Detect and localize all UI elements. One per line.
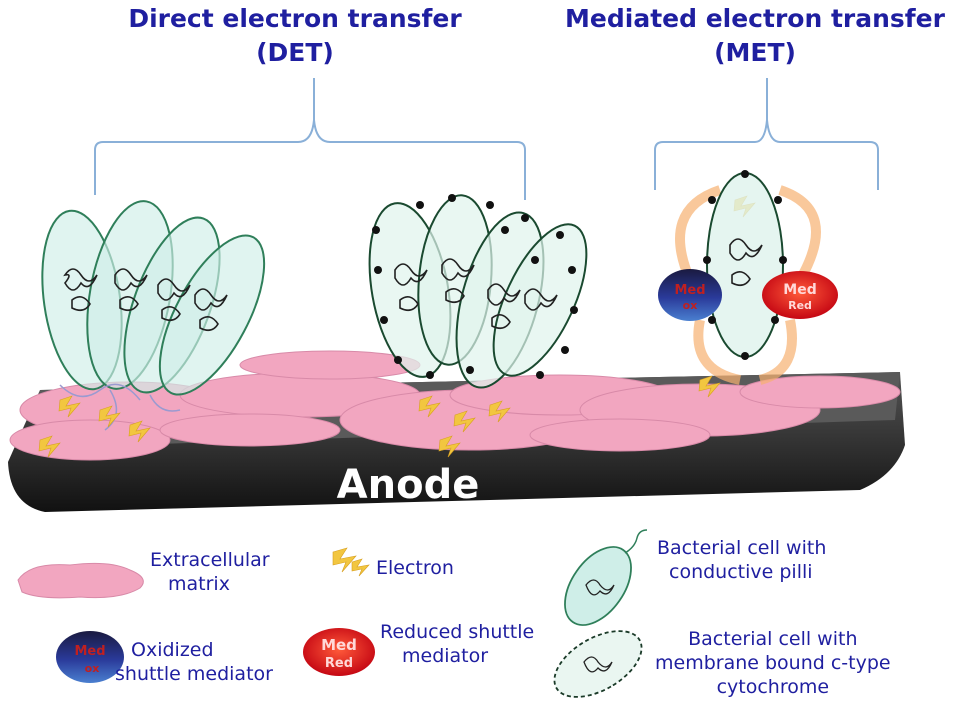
legend-matrix-line1: Extracellular: [150, 549, 270, 571]
det-pilli-cells: [41, 200, 266, 396]
legend-reduced-label-top: Med: [321, 636, 357, 654]
met-heading-line1: Mediated electron transfer: [565, 4, 945, 33]
legend-reduced-label: Reduced shuttle mediator: [380, 620, 534, 668]
legend-pilli-line1: Bacterial cell with: [657, 537, 827, 559]
legend-pilli-line2: conductive pilli: [669, 561, 813, 583]
met-bracket: [654, 78, 879, 190]
legend-pilli-cell-icon: [564, 529, 648, 626]
legend-oxidized-mediator-icon: Med ox: [56, 631, 124, 683]
legend-reduced-line1: Reduced shuttle: [380, 621, 535, 643]
legend-reduced-line2: mediator: [402, 645, 489, 667]
legend-cytochrome-line2: membrane bound c-type: [655, 652, 891, 674]
legend-matrix-icon: [17, 562, 144, 599]
legend-electron-label: Electron: [376, 557, 454, 579]
legend-reduced-mediator-icon: Med Red: [303, 628, 375, 676]
det-heading-line1: Direct electron transfer: [128, 4, 462, 33]
legend-matrix-label: Extracellular matrix: [150, 548, 270, 596]
legend-oxidized-line2: shuttle mediator: [115, 663, 273, 685]
met-heading: Mediated electron transfer (MET): [545, 2, 962, 70]
legend-cytochrome-label: Bacterial cell with membrane bound c-typ…: [655, 627, 891, 699]
legend-cytochrome-line3: cytochrome: [716, 676, 830, 698]
legend-cytochrome-line1: Bacterial cell with: [688, 628, 858, 650]
cytochrome-cell: [492, 223, 588, 377]
det-heading-line2: (DET): [256, 38, 334, 67]
met-reduced-mediator: Med Red: [762, 271, 838, 319]
oxidized-mediator-label-bottom: ox: [683, 299, 698, 312]
det-bracket: [94, 78, 526, 200]
reduced-mediator-label-top: Med: [783, 282, 816, 298]
reduced-mediator-label-bottom: Red: [788, 299, 812, 312]
det-heading: Direct electron transfer (DET): [95, 2, 495, 70]
met-cell: [703, 170, 787, 360]
electrons: [38, 195, 756, 458]
met-heading-line2: (MET): [714, 38, 796, 67]
met-cycle-arrows: [675, 185, 821, 385]
anode-label: Anode: [337, 462, 480, 508]
legend-electron-icon: [332, 547, 370, 577]
legend-reduced-label-bottom: Red: [325, 656, 353, 671]
cytochrome-dots: [372, 194, 578, 379]
oxidized-mediator-label-top: Med: [674, 283, 705, 298]
det-pilli-filaments: [59, 383, 181, 431]
legend-oxidized-label: Oxidized shuttle mediator: [115, 638, 273, 686]
pilli-cell: [158, 234, 266, 396]
det-cytochrome-cells: [368, 194, 588, 389]
legend-oxidized-line1: Oxidized: [131, 639, 214, 661]
legend-cytochrome-cell-icon: [553, 630, 643, 698]
det-cytochrome-nucleoids: [394, 258, 558, 330]
met-oxidized-mediator: Med ox: [658, 269, 722, 321]
legend-matrix-line2: matrix: [168, 573, 230, 595]
legend-oxidized-label-bottom: ox: [85, 662, 100, 675]
legend-pilli-label: Bacterial cell with conductive pilli: [657, 536, 826, 584]
legend-oxidized-label-top: Med: [74, 644, 105, 659]
det-pilli-nucleoids: [63, 268, 228, 332]
